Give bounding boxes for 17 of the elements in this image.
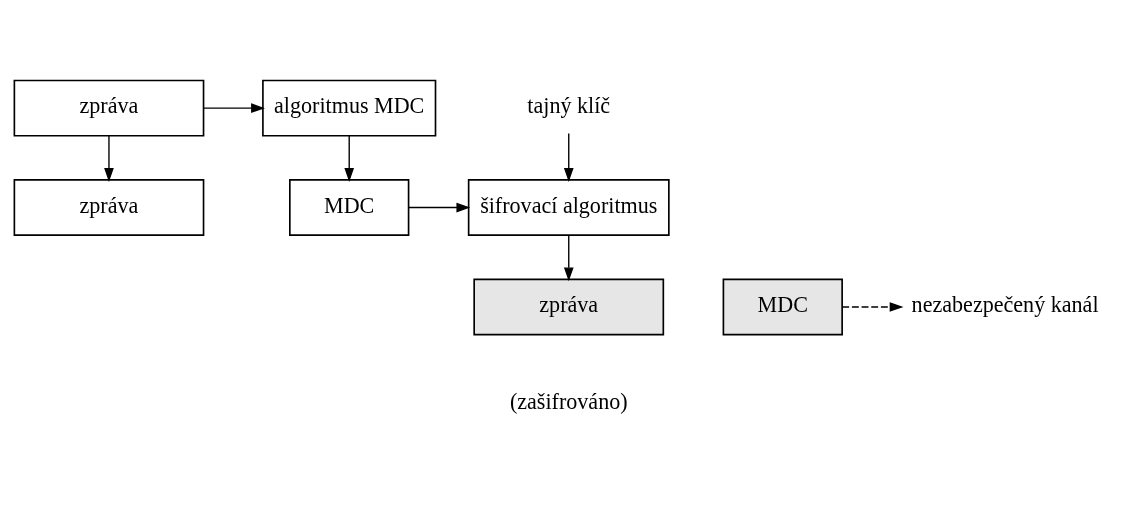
arrow [104, 135, 114, 182]
node-text: nezabezpečený kanál [911, 292, 1099, 318]
arrow [344, 135, 355, 182]
arrow [563, 234, 574, 282]
arrow [408, 202, 471, 213]
node-text: tajný klíč [527, 93, 611, 119]
arrow [203, 103, 265, 113]
node-box: zpráva [473, 278, 665, 336]
node-box: šifrovací algoritmus [467, 179, 670, 236]
node-box: MDC [289, 179, 410, 236]
node-box: MDC [722, 278, 843, 336]
label: (zašifrováno) [509, 388, 628, 414]
node-box: zpráva [13, 79, 205, 137]
arrow [563, 132, 574, 182]
arrow [841, 302, 904, 312]
node-box: algoritmus MDC [262, 79, 437, 137]
node-box: zpráva [13, 179, 205, 236]
